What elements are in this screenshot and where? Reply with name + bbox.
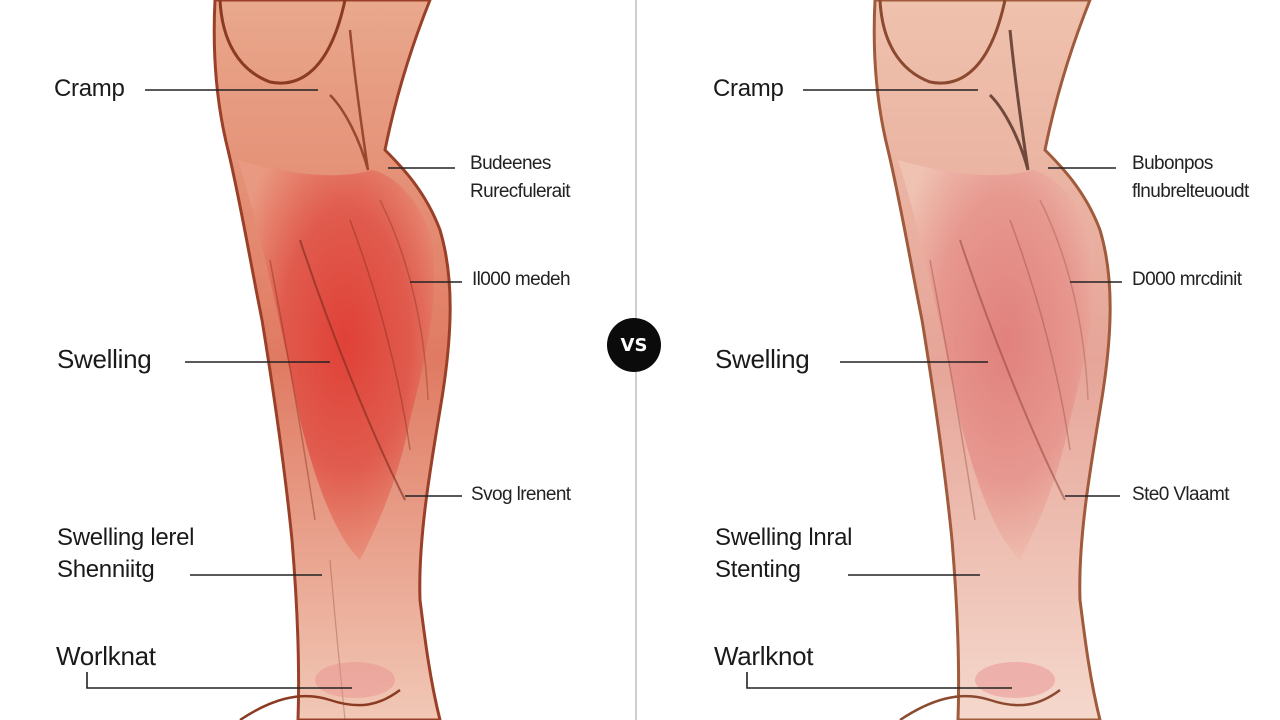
label-swelling-level-left-line1: Swelling lerel	[57, 524, 195, 551]
label-cramp-right: Cramp	[713, 75, 784, 102]
label-swelling-level-right: Swelling lnral Stenting	[715, 522, 853, 586]
label-top-right-left-line1: Budeenes	[470, 153, 551, 174]
label-top-right-right-line2: flnubrelteuoudt	[1132, 181, 1249, 202]
left-leg	[212, 0, 452, 720]
label-swelling-right: Swelling	[715, 344, 810, 374]
label-top-right-left: Budeenes Rurecfulerait	[470, 150, 571, 206]
label-low-right-left: Svog lrenent	[471, 484, 571, 505]
label-swelling-level-left: Swelling lerel Shenniitg	[57, 522, 195, 586]
label-swelling-level-left-line2: Shenniitg	[57, 556, 155, 583]
label-cramp-left: Cramp	[54, 75, 125, 102]
left-leader-lines	[86, 89, 462, 689]
leader-bottom-left	[86, 672, 352, 689]
right-leader-lines	[746, 89, 1122, 689]
label-bottom-right: Warlknot	[714, 641, 814, 671]
label-swelling-level-right-line2: Stenting	[715, 556, 801, 583]
label-top-right-right: Bubonpos flnubrelteuoudt	[1132, 150, 1249, 206]
label-low-right-right: Ste0 Vlaamt	[1132, 484, 1230, 505]
label-bottom-left: Worlknat	[56, 641, 156, 671]
leader-bottom-right	[746, 672, 1012, 689]
label-swelling-level-right-line1: Swelling lnral	[715, 524, 853, 551]
vs-badge: VS	[607, 318, 661, 372]
label-top-right-right-line1: Bubonpos	[1132, 153, 1213, 174]
label-mid-right-left: Il000 medeh	[472, 269, 571, 290]
right-leg	[872, 0, 1112, 720]
label-mid-right-right: D000 mrcdinit	[1132, 269, 1242, 290]
label-swelling-left: Swelling	[57, 344, 152, 374]
label-top-right-left-line2: Rurecfulerait	[470, 181, 571, 202]
